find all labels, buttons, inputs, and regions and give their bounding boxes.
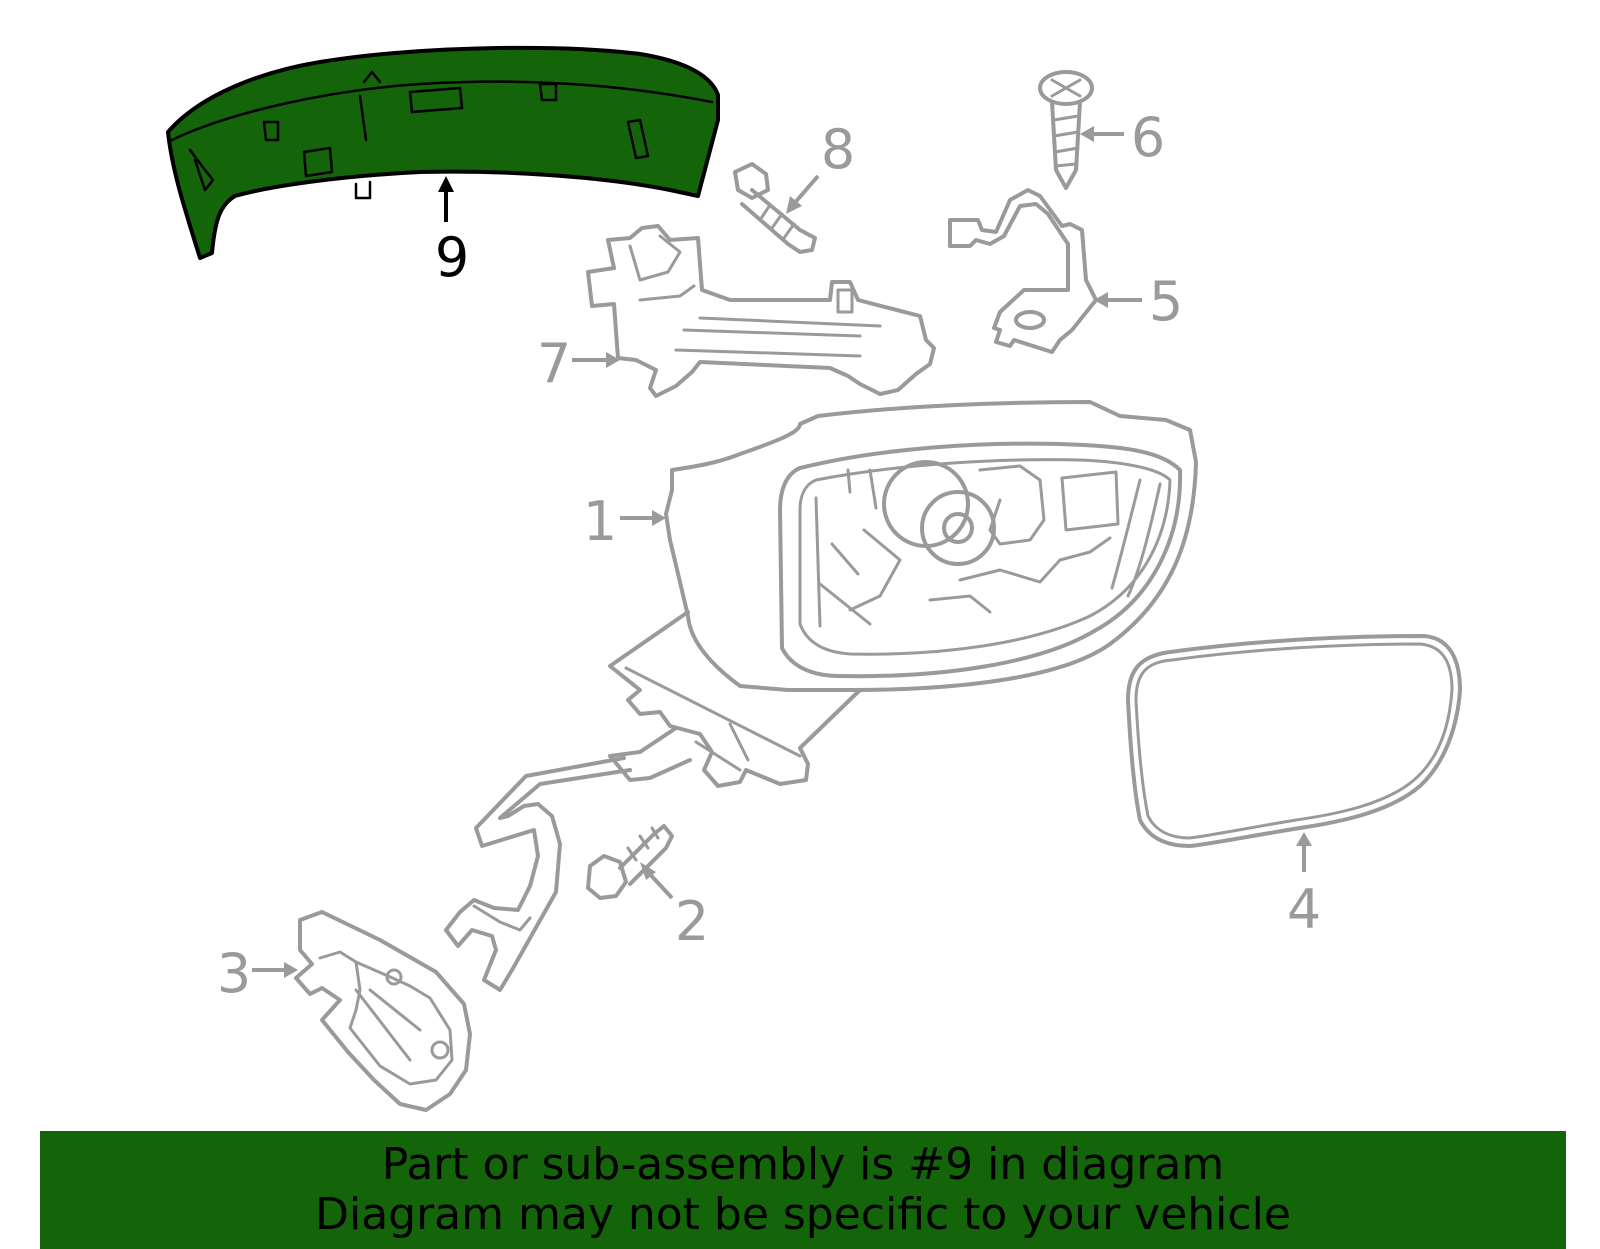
svg-text:3: 3	[217, 942, 251, 1005]
part-1-mirror-assembly[interactable]	[608, 400, 1198, 788]
part-8-bolt[interactable]	[733, 162, 817, 254]
callout-6: 6	[1080, 106, 1165, 169]
callout-1: 1	[583, 490, 666, 553]
callout-7: 7	[537, 332, 620, 395]
svg-text:6: 6	[1131, 106, 1165, 169]
part-9-mirror-cover[interactable]	[166, 45, 720, 260]
svg-text:8: 8	[821, 118, 855, 181]
callout-5: 5	[1094, 270, 1183, 333]
part-3-base-gasket[interactable]	[294, 910, 472, 1112]
svg-text:7: 7	[537, 332, 571, 395]
callout-4: 4	[1287, 832, 1321, 941]
wire-harness[interactable]	[444, 756, 632, 992]
callout-3: 3	[217, 942, 298, 1005]
callout-8: 8	[786, 118, 855, 214]
part-5-bracket[interactable]	[948, 188, 1098, 354]
part-2-bolt[interactable]	[586, 824, 674, 900]
part-7-actuator-bracket[interactable]	[586, 224, 936, 398]
svg-text:4: 4	[1287, 878, 1321, 941]
part-6-screw[interactable]	[1038, 70, 1094, 190]
callout-2: 2	[640, 862, 709, 953]
svg-text:1: 1	[583, 490, 617, 553]
info-banner: Part or sub-assembly is #9 in diagram Di…	[40, 1131, 1566, 1249]
svg-text:9: 9	[435, 226, 469, 289]
svg-text:2: 2	[675, 890, 709, 953]
callout-9: 9	[435, 176, 469, 289]
part-4-mirror-glass[interactable]	[1126, 634, 1462, 848]
banner-line-disclaimer: Diagram may not be specific to your vehi…	[315, 1189, 1291, 1240]
banner-line-part: Part or sub-assembly is #9 in diagram	[381, 1139, 1225, 1190]
svg-text:5: 5	[1149, 270, 1183, 333]
